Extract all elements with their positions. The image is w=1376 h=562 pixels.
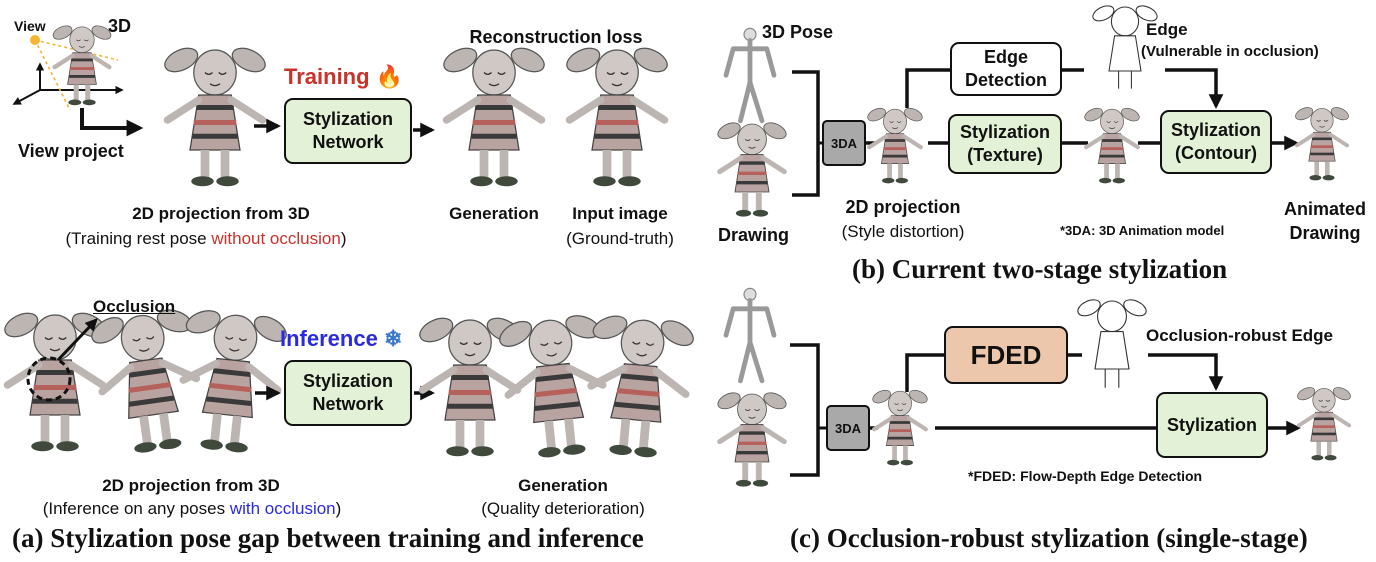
quality-label: (Quality deterioration) — [481, 499, 645, 518]
girl-drawing-c — [715, 390, 788, 487]
girl-projection-c — [871, 388, 930, 466]
stylization-contour-box: Stylization (Contour) — [1160, 110, 1272, 174]
fire-icon: 🔥 — [375, 64, 404, 89]
caption-a: (a) Stylization pose gap between trainin… — [12, 523, 644, 553]
girl-rest-pose — [161, 44, 269, 187]
ground-truth-label: (Ground-truth) — [566, 229, 674, 248]
inf-generation-label: Generation — [518, 476, 608, 495]
footnote-b: *3DA: 3D Animation model — [1060, 223, 1225, 238]
drawing-label-b: Drawing — [718, 225, 790, 245]
girl-texture-b — [1083, 106, 1142, 184]
reconstruction-loss: Reconstruction loss — [469, 27, 643, 47]
tda-box-b: 3DA — [822, 120, 866, 166]
girl-output-c — [1296, 385, 1353, 460]
animated-drawing-label: Animated Drawing — [1283, 199, 1366, 243]
projection-label-b: 2D projection — [845, 197, 961, 217]
training-title: Training 🔥 — [284, 64, 404, 89]
caption-b: (b) Current two-stage stylization — [852, 254, 1228, 284]
projection-title: 2D projection from 3D — [132, 204, 310, 223]
fded-box: FDED — [944, 326, 1068, 384]
view-project-label: View project — [18, 141, 124, 161]
girl-occluded-3 — [170, 303, 292, 456]
generation-label: Generation — [449, 204, 539, 223]
stylization-texture-box: Stylization (Texture) — [948, 114, 1062, 174]
girl-drawing-b — [715, 120, 788, 217]
view-label: View — [14, 18, 46, 34]
caption-c: (c) Occlusion-robust stylization (single… — [790, 523, 1308, 553]
input-image-label: Input image — [572, 204, 668, 223]
edge-label: Edge — [1146, 20, 1188, 39]
stylization-box-c: Stylization — [1156, 392, 1268, 458]
edge-detection-box: Edge Detection — [950, 42, 1062, 96]
girl-projection-b — [866, 106, 925, 184]
robust-edge-label: Occlusion-robust Edge — [1146, 326, 1334, 345]
girl-inf-gen-3 — [579, 309, 699, 461]
girl-3d-model — [51, 23, 113, 105]
label-3d: 3D — [108, 16, 132, 36]
footnote-c: *FDED: Flow-Depth Edge Detection — [968, 468, 1203, 484]
snowflake-icon: ❄ — [383, 326, 403, 351]
inf-projection-title: 2D projection from 3D — [102, 476, 280, 495]
inference-title: Inference ❄ — [280, 326, 403, 351]
girl-occluded-1 — [1, 309, 109, 452]
girl-generation — [440, 44, 548, 187]
style-distortion-label: (Style distortion) — [841, 222, 965, 241]
skeleton-3d-pose-c — [726, 288, 774, 380]
girl-input-image — [563, 44, 671, 187]
pose-3d-label: 3D Pose — [762, 22, 834, 42]
axes-3d-icon — [12, 35, 124, 111]
occlusion-label: Occlusion — [93, 297, 176, 316]
projection-subtitle: (Training rest pose without occlusion) — [65, 229, 347, 248]
inf-projection-subtitle: (Inference on any poses with occlusion) — [42, 499, 342, 518]
inference-stylization-network: Stylization Network — [284, 360, 412, 426]
girl-animated-b — [1294, 105, 1351, 180]
robust-edge-outline — [1074, 296, 1150, 389]
tda-box-c: 3DA — [826, 405, 870, 451]
occlusion-marker — [26, 356, 72, 402]
edge-note: (Vulnerable in occlusion) — [1141, 43, 1319, 60]
training-stylization-network: Stylization Network — [284, 98, 412, 164]
